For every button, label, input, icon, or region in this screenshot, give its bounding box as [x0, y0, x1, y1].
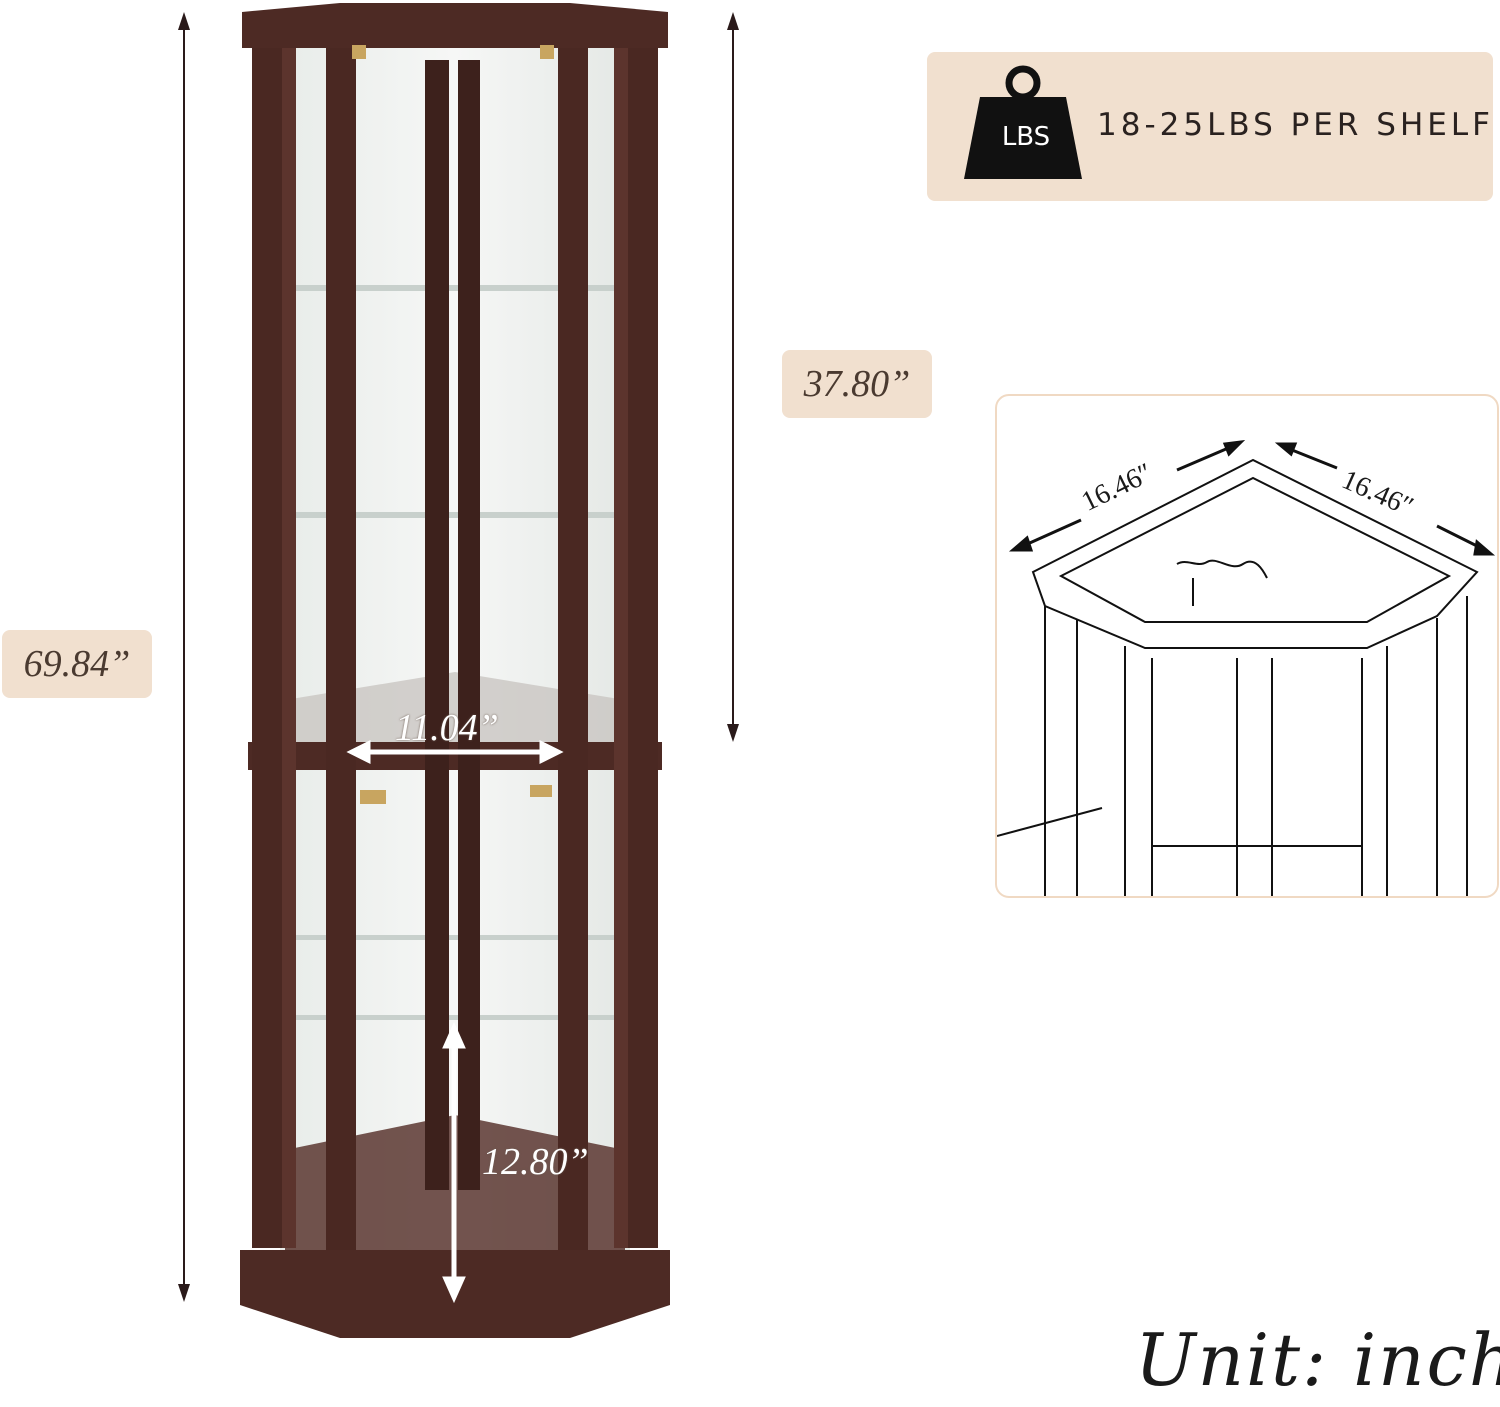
cabinet-illustration: [240, 3, 670, 1338]
upper-height-tag: 37.80”: [782, 350, 932, 418]
total-height-label: 69.84”: [23, 643, 131, 685]
weight-icon: [964, 65, 1082, 179]
inner-width-label: 11.04”: [395, 707, 499, 749]
top-detail-panel: [995, 394, 1499, 898]
total-height-tag: 69.84”: [2, 630, 152, 698]
weight-capacity-text: 18-25LBS PER SHELF: [1097, 107, 1494, 143]
lower-shelf-gap-label: 12.80”: [482, 1141, 589, 1183]
height-arrow-total: [178, 12, 190, 1302]
height-arrow-upper: [727, 12, 739, 742]
unit-note: Unit: inch.: [1135, 1318, 1500, 1402]
weight-icon-label: LBS: [1001, 122, 1051, 152]
upper-height-label: 37.80”: [803, 363, 911, 405]
top-detail-drawing: [997, 439, 1496, 896]
